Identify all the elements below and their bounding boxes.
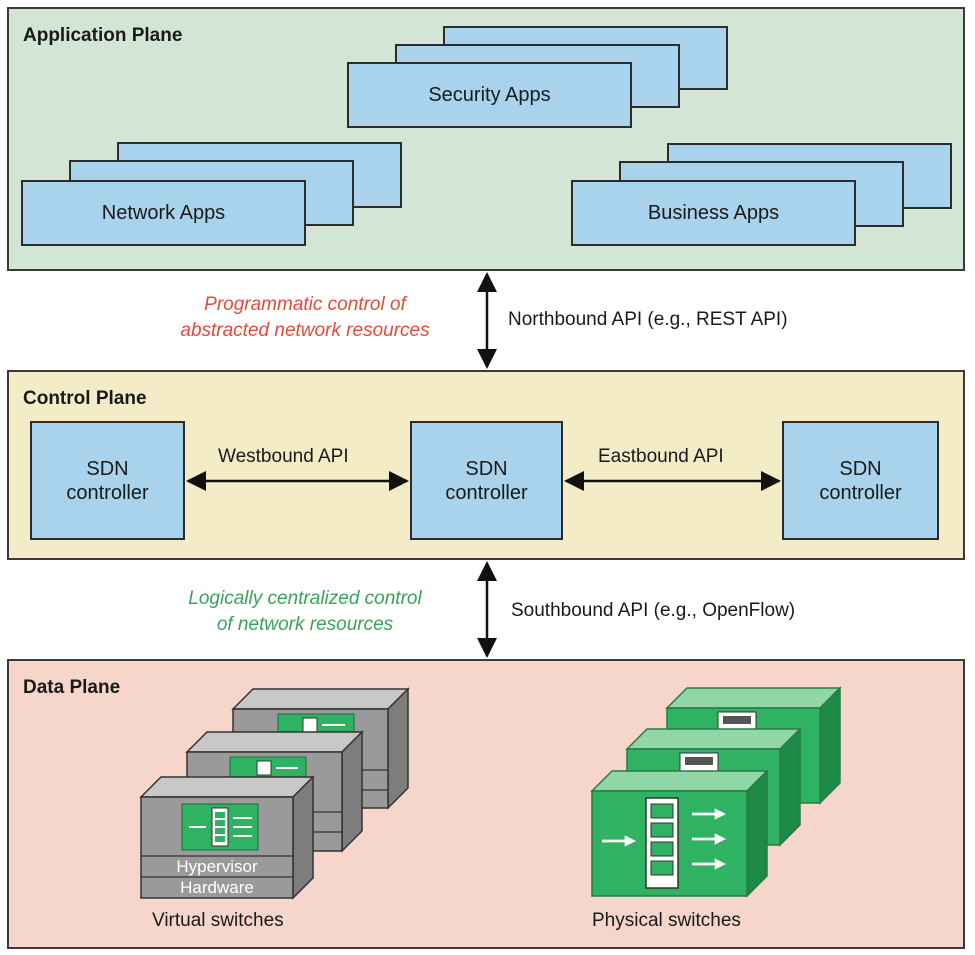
control-plane-title: Control Plane [23, 388, 147, 409]
hypervisor-label: Hypervisor [176, 857, 258, 876]
northbound-api-label: Northbound API (e.g., REST API) [508, 309, 788, 330]
physical-switches-label: Physical switches [592, 910, 741, 931]
business-apps-label: Business Apps [647, 202, 780, 224]
northbound-note: Programmatic control of abstracted netwo… [140, 292, 470, 343]
data-plane-title: Data Plane [23, 677, 121, 698]
hardware-label: Hardware [180, 878, 254, 897]
sdn-controller-center-line1: SDN [465, 457, 508, 480]
sdn-controller-left-line2: controller [66, 481, 149, 504]
security-apps-box[interactable]: Security Apps [347, 62, 632, 128]
business-apps-box[interactable]: Business Apps [571, 180, 856, 246]
application-plane-title: Application Plane [23, 25, 183, 46]
network-apps-box[interactable]: Network Apps [21, 180, 306, 246]
network-apps-label: Network Apps [101, 202, 226, 224]
sdn-controller-right-line1: SDN [839, 457, 882, 480]
physical-switch-front [590, 769, 769, 898]
southbound-note: Logically centralized control of network… [140, 586, 470, 637]
security-apps-label: Security Apps [428, 84, 551, 106]
eastbound-api-label: Eastbound API [598, 446, 724, 467]
sdn-controller-center[interactable]: SDN controller [410, 421, 563, 540]
sdn-controller-center-line2: controller [445, 481, 528, 504]
sdn-controller-left-line1: SDN [86, 457, 129, 480]
southbound-api-label: Southbound API (e.g., OpenFlow) [511, 600, 796, 621]
sdn-controller-right-line2: controller [819, 481, 902, 504]
virtual-switch-front [139, 775, 315, 900]
westbound-api-label: Westbound API [218, 446, 349, 467]
southbound-note-line2: of network resources [216, 613, 394, 635]
northbound-note-line2: abstracted network resources [180, 319, 430, 341]
sdn-controller-right[interactable]: SDN controller [782, 421, 939, 540]
sdn-controller-left[interactable]: SDN controller [30, 421, 185, 540]
southbound-note-line1: Logically centralized control [188, 588, 422, 609]
northbound-note-line1: Programmatic control of [204, 294, 406, 315]
virtual-switches-label: Virtual switches [152, 910, 284, 931]
